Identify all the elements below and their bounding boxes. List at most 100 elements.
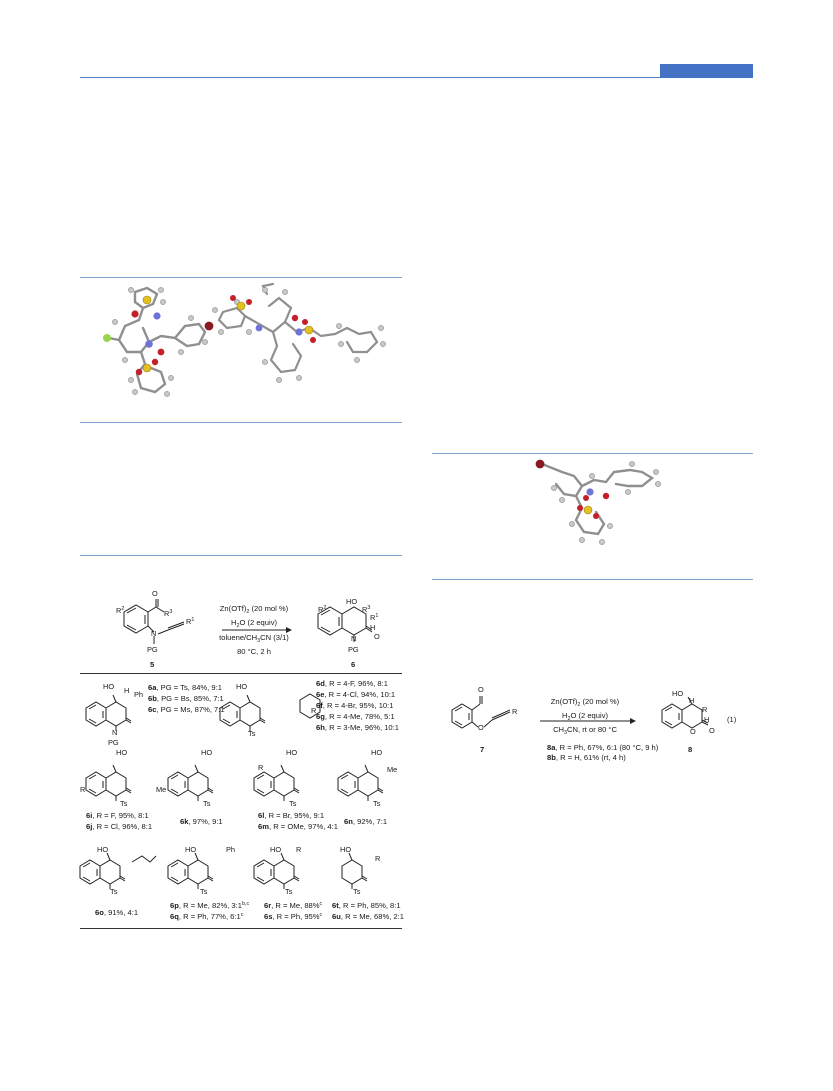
- product-6t: 6t, R = Ph, 85%, 8:1: [332, 901, 401, 910]
- crystal-structure-figure: [95, 282, 395, 402]
- product-6-structure: [310, 598, 390, 660]
- eq1-r-label: R: [512, 707, 518, 716]
- eq1-ring-o: O: [690, 727, 696, 736]
- eq1-result-8a: 8a, R = Ph, 67%, 6:1 (80 °C, 9 h): [547, 743, 659, 752]
- eq1-conditions-below: CH3CN, rt or 80 °C: [553, 725, 617, 736]
- crystal-structure-figure-2: [532, 458, 672, 548]
- atom-ts-6r: Ts: [285, 887, 293, 896]
- product-6r: 6r, R = Me, 88%c: [264, 901, 323, 910]
- starting-material-7: [448, 690, 528, 740]
- atom-r-6i: R: [80, 785, 86, 794]
- product-6d: 6d, R = 4-F, 96%, 8:1: [316, 679, 388, 688]
- r3-label: R3: [164, 609, 173, 618]
- figure-rule-bottom: [80, 422, 402, 423]
- atom-h: H: [124, 686, 130, 695]
- product-6h: 6h, R = 3-Me, 96%, 10:1: [316, 723, 399, 732]
- atom-ho-6n: HO: [371, 748, 383, 757]
- product-pg-label: PG: [348, 645, 359, 654]
- product-6l: 6l, R = Br, 95%, 9:1: [258, 811, 325, 820]
- header-rule: [80, 77, 753, 78]
- eq1-product-h-top: H: [689, 696, 695, 705]
- compound-label-6: 6: [351, 660, 356, 669]
- product-6b: 6b, PG = Bs, 85%, 7:1: [148, 694, 224, 703]
- atom-ts-6n: Ts: [373, 799, 381, 808]
- n-label: N: [151, 629, 157, 638]
- atom-pg: PG: [108, 738, 119, 747]
- atom-ts-6l: Ts: [289, 799, 297, 808]
- product-6e: 6e, R = 4-Cl, 94%, 10:1: [316, 690, 396, 699]
- table-rule-bottom: [80, 928, 402, 929]
- atom-ho-6r: HO: [270, 845, 282, 854]
- atom-ts-6i: Ts: [120, 799, 128, 808]
- atom-ts-6p: Ts: [200, 887, 208, 896]
- reaction-arrow: [222, 627, 292, 633]
- eq1-ether-o: O: [478, 723, 484, 732]
- figure2-rule-bottom: [432, 579, 753, 580]
- product-r1-label: R1: [370, 613, 379, 622]
- reaction-conditions-below: toluene/CH3CN (3/1) 80 °C, 2 h: [219, 633, 289, 656]
- starting-material-5: [110, 598, 205, 660]
- atom-ho-6p: HO: [185, 845, 197, 854]
- atom-me-6k: Me: [156, 785, 167, 794]
- atom-ho-6d: HO: [236, 682, 248, 691]
- atom-ho-6t: HO: [340, 845, 352, 854]
- atom-ho-6i: HO: [116, 748, 128, 757]
- scheme-rule-top: [80, 555, 402, 556]
- eq1-result-8b: 8b, R = H, 61% (rt, 4 h): [547, 753, 626, 762]
- eq1-product-r: R: [702, 705, 708, 714]
- atom-ho-6l: HO: [286, 748, 298, 757]
- product-r3-label: R3: [362, 605, 371, 614]
- product-6o: 6o, 91%, 4:1: [95, 908, 139, 917]
- atom-r-6l: R: [258, 763, 264, 772]
- atom-ph-6p: Ph: [226, 845, 236, 854]
- atom-ts-6k: Ts: [203, 799, 211, 808]
- r1-label: R1: [186, 617, 195, 626]
- product-6p: 6p, R = Me, 82%, 3:1b,c: [170, 901, 250, 910]
- atom-ts-6t: Ts: [353, 887, 361, 896]
- atom-me-6n: Me: [387, 765, 398, 774]
- product-6n: 6n, 92%, 7:1: [344, 817, 388, 826]
- atom-r-6r: R: [296, 845, 302, 854]
- product-6q: 6q, R = Ph, 77%, 6:1c: [170, 912, 244, 921]
- atom-ho-6k: HO: [201, 748, 213, 757]
- product-6m: 6m, R = OMe, 97%, 4:1: [258, 822, 338, 831]
- figure2-rule-top: [432, 453, 753, 454]
- product-8-structure: [660, 694, 720, 740]
- product-6k: 6k, 97%, 9:1: [180, 817, 223, 826]
- atom-r-6d: R: [311, 706, 317, 715]
- atom-ho: HO: [103, 682, 115, 691]
- pg-label: PG: [147, 645, 158, 654]
- product-6u: 6u, R = Me, 68%, 2:1: [332, 912, 404, 921]
- figure-rule-top: [80, 277, 402, 278]
- product-6f: 6f, R = 4-Br, 95%, 10:1: [316, 701, 394, 710]
- product-o-label: O: [374, 632, 380, 641]
- product-n-label: N: [351, 634, 357, 643]
- product-r2-label: R2: [318, 605, 327, 614]
- header-tab: [660, 64, 753, 78]
- product-6c: 6c, PG = Ms, 87%, 7:1: [148, 705, 225, 714]
- product-ho-label: HO: [346, 597, 358, 606]
- product-6s: 6s, R = Ph, 95%c: [264, 912, 323, 921]
- atom-ho-6o: HO: [97, 845, 109, 854]
- table-rule-top: [80, 673, 402, 674]
- carbonyl-o-label: O: [152, 589, 158, 598]
- atom-r-6t: R: [375, 854, 381, 863]
- product-6j: 6j, R = Cl, 96%, 8:1: [86, 822, 153, 831]
- eq1-carbonyl-o: O: [709, 726, 715, 735]
- eq1-conditions-above: Zn(OTf)2 (20 mol %) H2O (2 equiv): [550, 697, 620, 722]
- product-6a: 6a, PG = Ts, 84%, 9:1: [148, 683, 222, 692]
- compound-label-7: 7: [480, 745, 485, 754]
- compound-label-5: 5: [150, 660, 155, 669]
- eq1-aldehyde-o: O: [478, 685, 484, 694]
- r2-label: R2: [116, 606, 125, 615]
- equation-number: (1): [727, 715, 737, 724]
- product-6g: 6g, R = 4-Me, 78%, 5:1: [316, 712, 395, 721]
- eq1-product-ho: HO: [672, 689, 684, 698]
- atom-n: N: [112, 728, 118, 737]
- eq1-arrow: [540, 718, 636, 724]
- reaction-conditions-above: Zn(OTf)2 (20 mol %) H2O (2 equiv): [219, 604, 289, 629]
- product-6i: 6i, R = F, 95%, 8:1: [86, 811, 149, 820]
- eq1-product-h: H: [704, 715, 710, 724]
- atom-ph: Ph: [134, 690, 144, 699]
